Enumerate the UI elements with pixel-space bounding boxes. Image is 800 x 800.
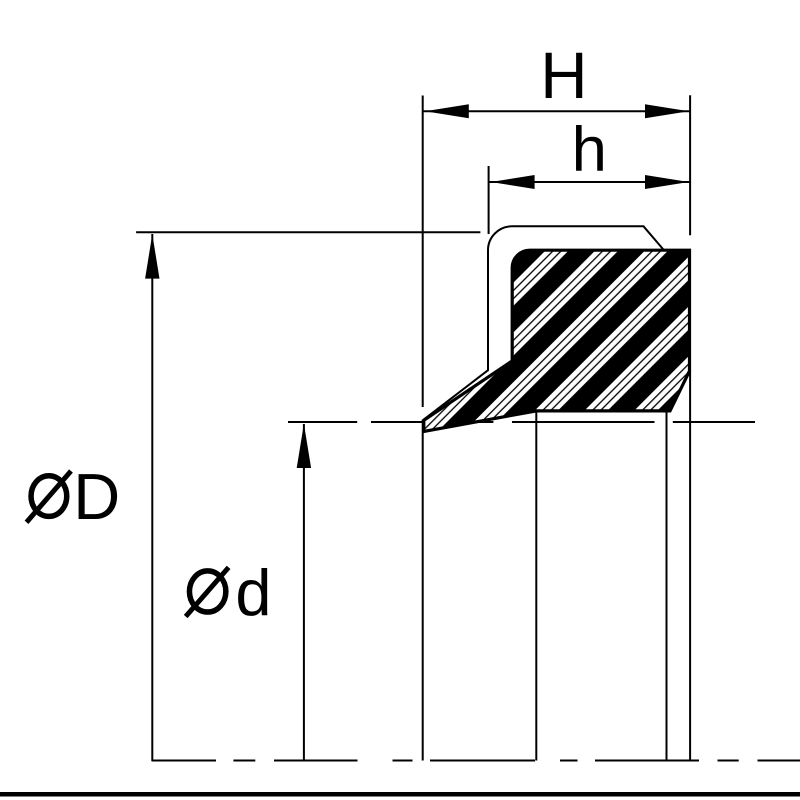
diameter-symbol-slash xyxy=(183,565,231,619)
arrowhead-up xyxy=(296,423,312,468)
dimension-label-h: h xyxy=(572,115,607,185)
arrowhead-right xyxy=(645,175,689,189)
arrowhead-left xyxy=(490,175,535,189)
dimension-Od: d xyxy=(183,423,312,761)
arrowhead-right xyxy=(645,104,689,119)
diameter-symbol-slash xyxy=(24,469,73,524)
dimension-label-Od: d xyxy=(183,556,272,629)
dimension-H: H xyxy=(421,39,692,761)
dimension-label-OD-letter: D xyxy=(73,460,120,533)
seal-free-state-outline xyxy=(422,225,665,421)
dimension-OD: D xyxy=(24,231,481,761)
dimension-h: h xyxy=(487,115,690,234)
bore-step-lines xyxy=(535,370,692,761)
arrowhead-left xyxy=(425,104,469,119)
seal-corner-fill xyxy=(512,250,530,269)
dimension-label-H: H xyxy=(540,39,587,112)
arrowhead-up xyxy=(145,234,160,279)
dimension-label-OD: D xyxy=(24,460,120,533)
dimension-label-Od-letter: d xyxy=(235,556,271,629)
diameter-symbol-circle xyxy=(28,473,70,520)
diameter-symbol-circle xyxy=(186,568,229,615)
